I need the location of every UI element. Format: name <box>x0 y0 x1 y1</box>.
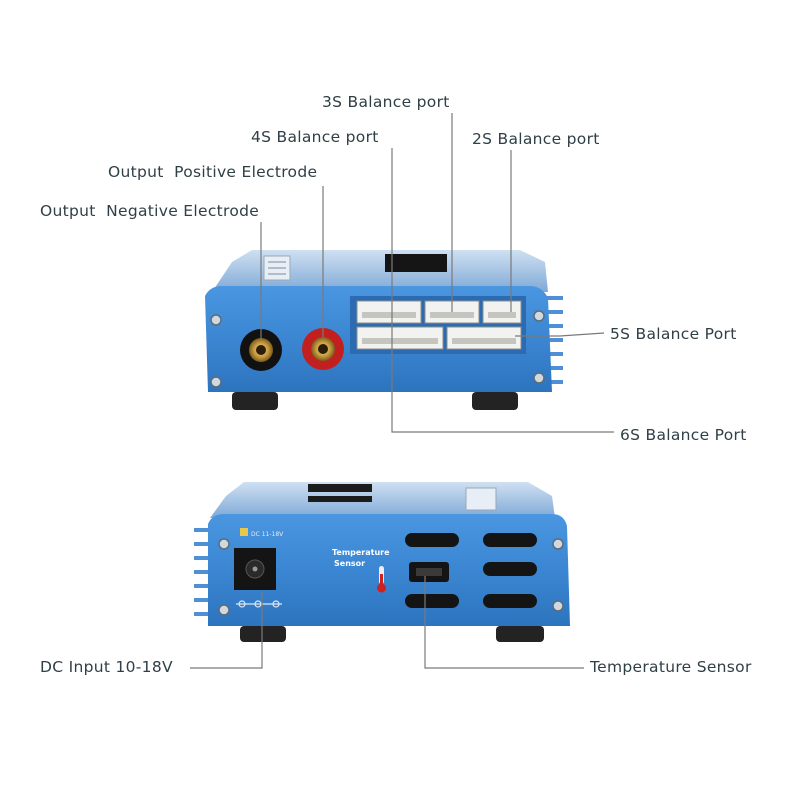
polarity-symbol <box>236 600 282 608</box>
rear-top-connector <box>465 487 497 511</box>
rear-top-shell <box>210 482 555 518</box>
label-2s-balance-port: 2S Balance port <box>472 130 600 148</box>
label-dc-input: DC Input 10-18V <box>40 658 173 676</box>
negative-output-terminal <box>240 329 282 371</box>
rear-foot-left <box>240 626 286 642</box>
label-output-negative: Output Negative Electrode <box>40 202 260 220</box>
label-6s-balance-port: 6S Balance Port <box>620 426 747 444</box>
lcd-window <box>385 254 447 272</box>
front-panel-view <box>205 113 614 433</box>
leader-lines-bottom <box>190 576 584 669</box>
thermometer-icon <box>377 566 386 593</box>
dc-marking-text: DC 11-18V <box>251 531 284 538</box>
label-3s-balance-port: 3S Balance port <box>322 93 450 111</box>
rear-vents <box>405 533 537 608</box>
dc-marking-box <box>240 528 248 536</box>
temperature-sensor-port <box>409 562 449 582</box>
rear-panel-view <box>190 482 584 669</box>
rear-top-vent <box>308 484 372 492</box>
front-screws <box>210 310 545 388</box>
foot-right <box>472 392 518 410</box>
label-temperature-sensor: Temperature Sensor <box>590 658 752 676</box>
balance-port-pins <box>362 312 516 344</box>
label-5s-balance-port: 5S Balance Port <box>610 325 737 343</box>
dc-input-jack <box>234 548 276 590</box>
label-4s-balance-port: 4S Balance port <box>251 128 379 146</box>
temperature-sensor-panel-text-1: Temperature <box>332 548 390 557</box>
charger-top-shell <box>212 250 548 292</box>
positive-output-terminal <box>302 328 344 370</box>
label-output-positive: Output Positive Electrode <box>108 163 318 181</box>
rear-screws <box>218 538 564 616</box>
foot-left <box>232 392 278 410</box>
rear-face-plate <box>208 514 570 626</box>
rear-foot-right <box>496 626 544 642</box>
temperature-sensor-panel-text-2: Sensor <box>334 559 365 568</box>
leader-lines-top <box>260 113 614 433</box>
